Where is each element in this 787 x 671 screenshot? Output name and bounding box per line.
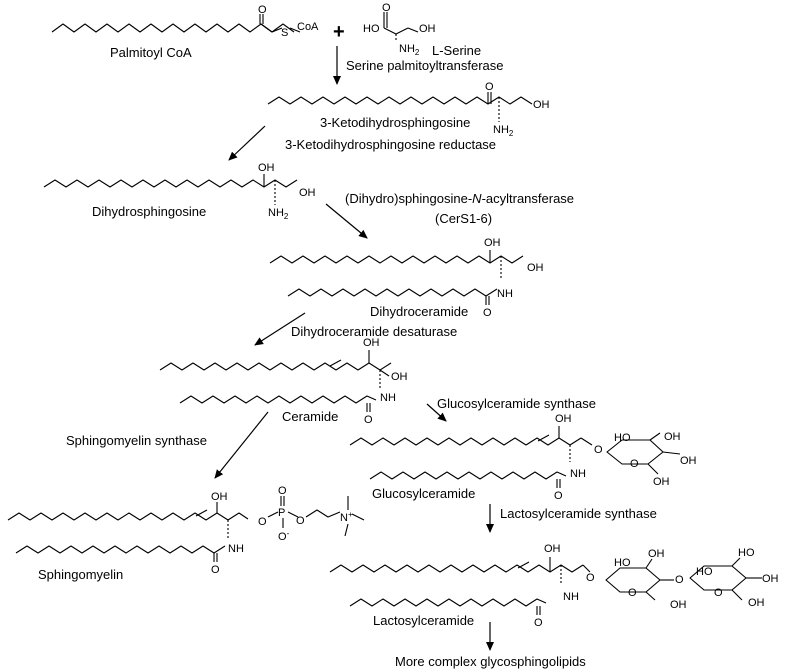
- serine-side-oh-label: OH: [419, 23, 436, 35]
- glucose-oh-1-label: HO: [614, 432, 631, 444]
- phosphorus-label: P: [278, 507, 285, 519]
- keto-amine-label: NH2: [493, 124, 514, 138]
- glucosylceramide-structure: [349, 426, 681, 488]
- coa-label: CoA: [297, 21, 319, 33]
- sphingomyelin-name: Sphingomyelin: [38, 567, 123, 582]
- serine-carbonyl-label: O: [382, 2, 391, 14]
- gal-unit-oh-1-label: HO: [696, 566, 713, 578]
- cer-amide-nh-label: NH: [380, 392, 396, 404]
- plus-sign: +: [333, 21, 345, 43]
- gal-unit-oh-4-label: OH: [748, 597, 765, 609]
- keto-hydroxyl-label: OH: [533, 99, 550, 111]
- glucose-oh-2-label: OH: [664, 431, 681, 443]
- glccer-amide-nh-label: NH: [570, 468, 586, 480]
- sms-enzyme-label: Sphingomyelin synthase: [66, 433, 207, 448]
- lactosylceramide-structure: [329, 557, 762, 615]
- cers-arrow: [325, 203, 368, 239]
- ceramide-name: Ceramide: [282, 409, 338, 424]
- l-serine-structure: [383, 12, 419, 42]
- lcs-enzyme-label: Lactosylceramide synthase: [500, 506, 657, 521]
- ketodihydrosphingosine-structure: [267, 92, 533, 122]
- phosphate-ester-oxygen-label: O: [296, 515, 305, 527]
- serine-hydroxyl-label: HO: [363, 23, 380, 35]
- complex-glycosphingolipids-label: More complex glycosphingolipids: [395, 654, 586, 669]
- laccer-glycosidic-oxygen-label: O: [586, 572, 595, 584]
- sm-ester-oxygen-label: O: [258, 516, 267, 528]
- dhs-amine-label: NH2: [268, 207, 289, 221]
- palmitoyl-coa-structure: [51, 14, 301, 33]
- dhcer-amide-nh-label: NH: [497, 288, 513, 300]
- glucose-oh-3-label: OH: [680, 455, 697, 467]
- cers-isoforms-label: (CerS1-6): [435, 211, 492, 226]
- degs-arrow: [254, 312, 306, 346]
- glucosylceramide-name: Glucosylceramide: [372, 486, 475, 501]
- glc-unit-oh-1-label: HO: [614, 557, 631, 569]
- dihydroceramide-name: Dihydroceramide: [370, 304, 468, 319]
- sphingomyelin-structure: [7, 496, 365, 562]
- thioester-sulfur-label: S: [281, 27, 288, 39]
- dihydrosphingosine-name: Dihydrosphingosine: [92, 204, 206, 219]
- sms-arrow: [214, 411, 269, 479]
- ceramide-structure: [159, 350, 392, 412]
- glucose-ring-oxygen-label: O: [630, 458, 639, 470]
- laccer-amide-nh-label: NH: [563, 591, 579, 603]
- sm-amide-nh-label: NH: [228, 543, 244, 555]
- dihydrosphingosine-structure: [43, 174, 298, 205]
- gal-unit-oh-3-label: OH: [762, 573, 779, 585]
- glccer-hydroxyl-label: OH: [555, 413, 572, 425]
- phosphate-anion-label: O-: [278, 529, 290, 543]
- glc-unit-oh-3-label: OH: [670, 599, 687, 611]
- serine-amine-label: NH2: [399, 43, 420, 57]
- dhs-hydroxyl-label: OH: [258, 162, 275, 174]
- choline-nitrogen-label: N+: [340, 510, 353, 524]
- glc-unit-oh-2-label: OH: [648, 548, 665, 560]
- sm-amide-oxygen-label: O: [211, 564, 220, 576]
- kdsr-arrow: [228, 125, 266, 161]
- carbonyl-oxygen-label: O: [258, 4, 267, 16]
- sm-hydroxyl-label: OH: [211, 491, 228, 503]
- ketodihydrosphingosine-name: 3-Ketodihydrosphingosine: [320, 115, 470, 130]
- cers-enzyme-label: (Dihydro)sphingosine-N-acyltransferase: [345, 191, 574, 206]
- l-serine-name: L-Serine: [432, 43, 481, 58]
- galactosidic-oxygen-label: O: [675, 574, 684, 586]
- ugcg-arrow: [426, 403, 447, 422]
- dihydroceramide-structure: [269, 250, 524, 305]
- cer-terminal-oh-label: OH: [391, 371, 408, 383]
- glc-unit-ring-oxygen-label: O: [628, 587, 637, 599]
- glccer-glycosidic-oxygen-label: O: [594, 444, 603, 456]
- gal-unit-ring-oxygen-label: O: [714, 587, 723, 599]
- palmitoyl-coa-name: Palmitoyl CoA: [110, 45, 192, 60]
- ugcg-enzyme-label: Glucosylceramide synthase: [437, 396, 596, 411]
- phosphate-oxygen-label: O: [278, 485, 287, 497]
- dhcer-hydroxyl-label: OH: [484, 237, 501, 249]
- keto-oxygen-label: O: [485, 81, 494, 93]
- cer-hydroxyl-label: OH: [363, 337, 380, 349]
- dhcer-amide-oxygen-label: O: [483, 307, 492, 319]
- dhcer-terminal-oh-label: OH: [527, 262, 544, 274]
- cer-amide-oxygen-label: O: [364, 414, 373, 426]
- kdsr-enzyme-label: 3-Ketodihydrosphingosine reductase: [285, 137, 496, 152]
- spt-enzyme-label: Serine palmitoyltransferase: [346, 58, 504, 73]
- laccer-hydroxyl-label: OH: [544, 543, 561, 555]
- lactosylceramide-name: Lactosylceramide: [373, 613, 474, 628]
- glccer-amide-oxygen-label: O: [554, 490, 563, 502]
- laccer-amide-oxygen-label: O: [534, 617, 543, 629]
- glucose-oh-4-label: OH: [653, 476, 670, 488]
- degs-enzyme-label: Dihydroceramide desaturase: [291, 324, 457, 339]
- gal-unit-oh-2-label: HO: [738, 547, 755, 559]
- dhs-terminal-oh-label: OH: [299, 187, 316, 199]
